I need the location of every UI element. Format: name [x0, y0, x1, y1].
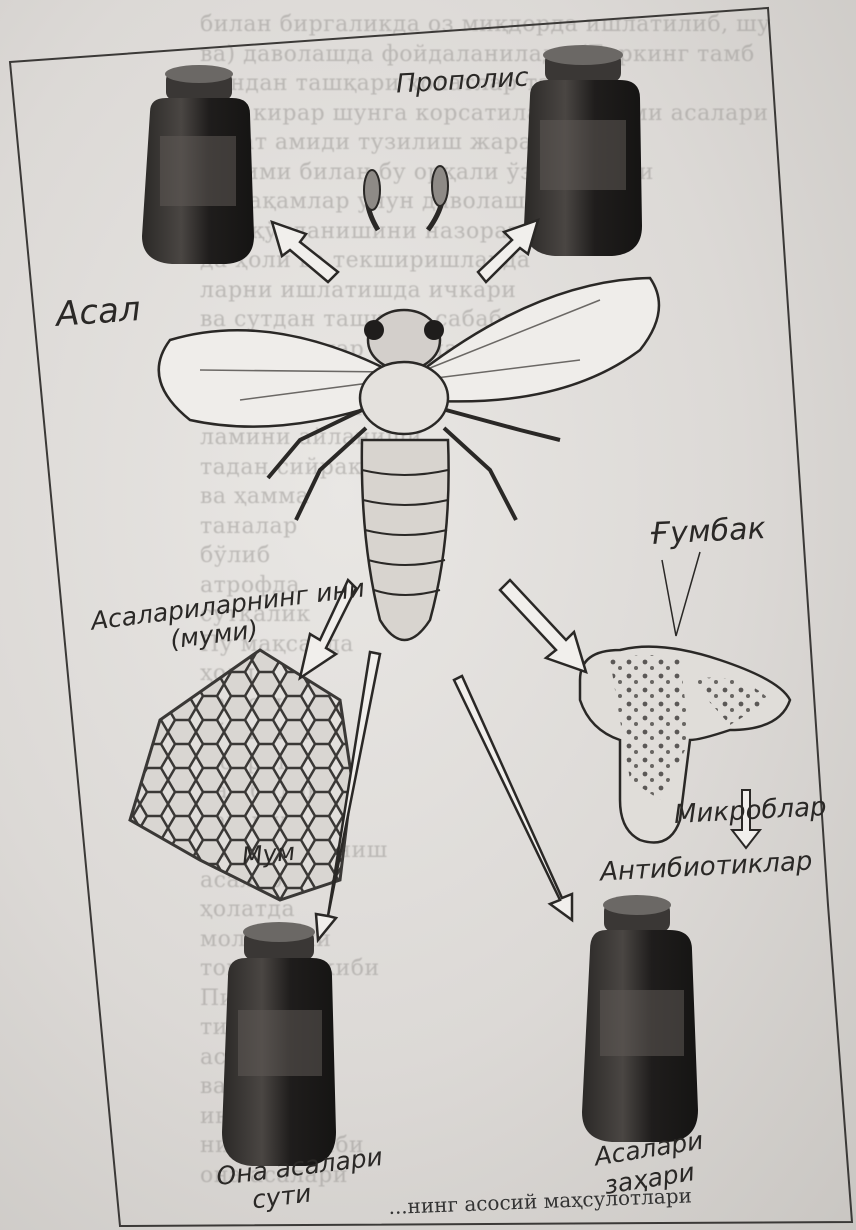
label-honey: Асал [55, 289, 142, 335]
arrow-to-venom [454, 676, 572, 920]
arrow-to-honey [272, 222, 338, 282]
propolis-jar [524, 45, 642, 256]
honeycomb [130, 650, 352, 900]
label-fungus: Ғумбак [649, 511, 766, 552]
pointer-line-fungus [662, 552, 700, 636]
label-wax: Мум [241, 838, 296, 871]
arrow-to-propolis [478, 220, 538, 282]
royal-jelly-jar [222, 922, 336, 1166]
honey-jar [142, 65, 254, 264]
venom-jar [582, 895, 698, 1142]
arrow-to-larva [500, 580, 586, 672]
